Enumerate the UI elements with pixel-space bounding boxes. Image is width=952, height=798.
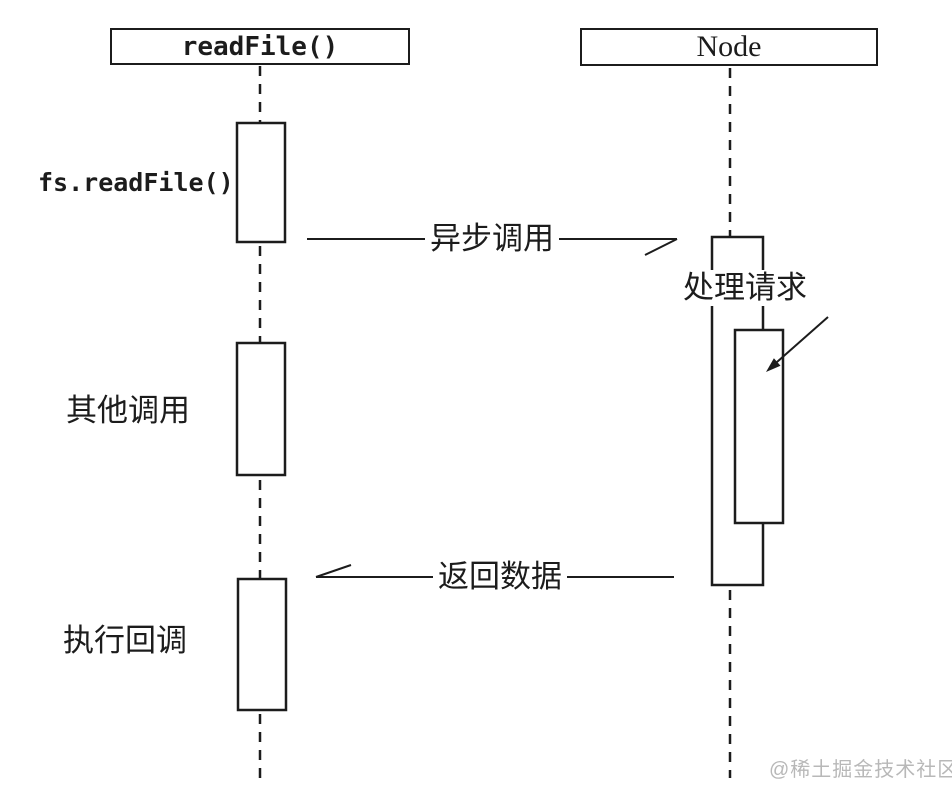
participant-node-label: Node: [696, 30, 762, 63]
activation-node-nested: [733, 328, 785, 525]
participant-readfile: readFile(): [110, 28, 410, 65]
annotation-other-calls: 其他调用: [66, 393, 190, 428]
async-call-arrow-head: [644, 238, 678, 256]
handle-request-pointer-head: [766, 358, 781, 372]
watermark: @稀土掘金技术社区: [769, 759, 952, 781]
handle-request-pointer-line: [776, 316, 829, 363]
return-data-arrow-head: [315, 564, 352, 578]
annotation-exec-callback: 执行回调: [63, 623, 187, 658]
annotation-handle-request: 处理请求: [681, 270, 809, 306]
participant-node: Node: [580, 28, 878, 66]
activation-exec-callback: [236, 577, 288, 712]
message-return-data: 返回数据: [433, 559, 567, 595]
activation-fs-readfile: [235, 121, 287, 244]
annotation-fs-readfile: fs.readFile(): [38, 168, 234, 197]
participant-readfile-label: readFile(): [181, 31, 339, 62]
message-async-call: 异步调用: [425, 221, 559, 257]
activation-other-calls: [235, 341, 287, 477]
